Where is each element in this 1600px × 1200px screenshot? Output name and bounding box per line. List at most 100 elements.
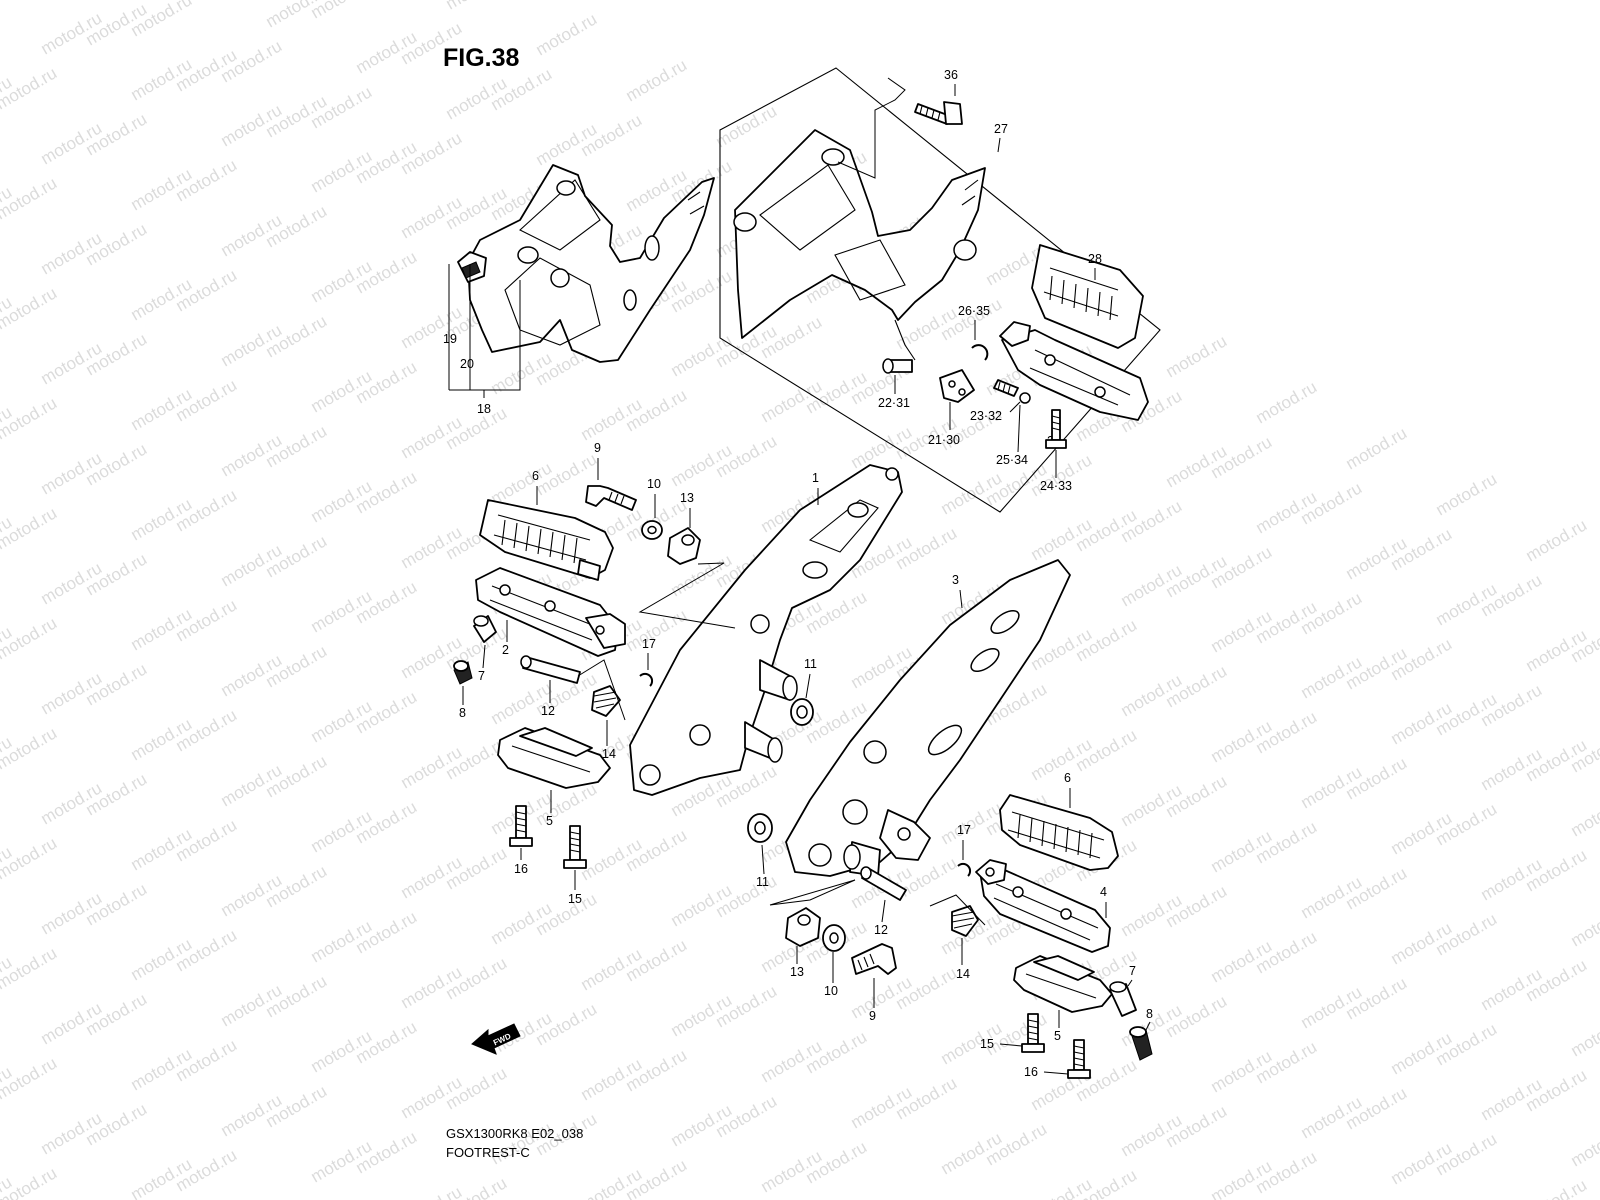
callout-16-lower: 16 [1024,1065,1038,1079]
callout-9-upper: 9 [594,441,601,455]
callout-13-lower: 13 [790,965,804,979]
ball-end-7-upper [473,615,497,643]
watermark-text: motod.ru [1568,1120,1600,1170]
footpeg-2 [475,567,626,657]
callout-6-lower: 6 [1064,771,1071,785]
callout-7-lower: 7 [1129,964,1136,978]
footrest-bracket-3 [785,559,1071,877]
callout-4: 4 [1100,885,1107,899]
callout-20: 20 [460,357,474,371]
clip-17-upper [639,672,654,687]
callout-10-lower: 10 [824,984,838,998]
callout-3: 3 [952,573,959,587]
callout-1: 1 [812,471,819,485]
callout-9-lower: 9 [869,1009,876,1023]
footrest-bracket-1 [629,464,903,796]
bolt-24-33 [1045,409,1067,449]
callout-27: 27 [994,122,1008,136]
screw-15-lower [1021,1013,1045,1053]
ball-end-8-lower [1129,1026,1153,1061]
screw-15-upper [563,825,587,869]
screw-16-lower [1067,1039,1091,1079]
callout-36: 36 [944,68,958,82]
callout-8-lower: 8 [1146,1007,1153,1021]
spring-14-lower [929,894,986,937]
washer-11-lower [747,813,773,843]
watermark-text: motod.ru [1568,790,1600,840]
watermark-text: motod.ru [398,1182,466,1200]
pin-12-upper [520,655,581,684]
plate-21-30 [939,369,975,403]
callout-6-upper: 6 [532,469,539,483]
watermark-text: motod.ru [1028,1174,1096,1200]
callout-23-32: 23·32 [970,409,1002,423]
watermark-text: motod.ru [1523,515,1591,565]
callout-12-upper: 12 [541,704,555,718]
callout-17-lower: 17 [957,823,971,837]
watermark-text: motod.ru [1163,331,1231,381]
watermark-text: motod.ru [1523,1175,1591,1200]
pad-5-upper [497,727,611,789]
callout-2: 2 [502,643,509,657]
screw-16-upper [509,805,533,847]
damper-13-upper [667,527,701,565]
callout-11-upper: 11 [804,657,817,671]
figure-title: FIG.38 [443,44,520,72]
watermark-text: motod.ru [443,0,511,13]
callout-5-lower: 5 [1054,1029,1061,1043]
watermark-text: motod.ru [623,55,691,105]
callout-24-33: 24·33 [1040,479,1072,493]
section-name: FOOTREST-C [446,1145,530,1160]
ball-end-7-lower [1109,981,1137,1017]
watermark-text: motod.ru [533,9,601,59]
watermark-text: motod.ru [1253,377,1321,427]
callout-21-30: 21·30 [928,433,960,447]
washer-11-upper [790,698,814,726]
bolt-9-upper [585,485,637,511]
bracket-27 [733,129,986,361]
watermark-text: motod.ru [1343,423,1411,473]
pin-12-lower [860,866,907,901]
callout-16-upper: 16 [514,862,528,876]
watermark-text: motod.ru [713,101,781,151]
callout-18: 18 [477,402,491,416]
callout-14-upper: 14 [602,747,616,761]
callout-22-31: 22·31 [878,396,910,410]
pin-22-31 [882,358,913,374]
pad-5-lower [1013,955,1113,1013]
callout-28: 28 [1088,252,1102,266]
callout-7-upper: 7 [478,669,485,683]
damper-13-lower [785,907,821,947]
assembly-guide-lower [769,879,856,906]
footpeg-rubber-6-left [479,499,614,581]
watermark-text: motod.ru [1568,900,1600,950]
callout-group-18-20 [448,264,521,398]
footpeg-29 [999,321,1149,421]
ball-end-8-upper [453,660,473,685]
callout-25-34: 25·34 [996,453,1028,467]
callout-8-upper: 8 [459,706,466,720]
callout-26-35: 26·35 [958,304,990,318]
footpeg-rubber-28 [1031,244,1144,349]
footpeg-4 [975,859,1111,953]
callout-11-lower: 11 [756,875,769,889]
watermark-text: motod.ru [1568,1010,1600,1060]
callout-10-upper: 10 [647,477,661,491]
clip-17-lower [957,862,972,877]
washer-10-lower [822,924,846,952]
callout-14-lower: 14 [956,967,970,981]
watermark-text: motod.ru [1433,469,1501,519]
footpeg-rubber-6-right [999,794,1119,871]
clip-26-35 [971,344,989,361]
washer-10-upper [641,520,663,540]
spring-14-upper [577,659,626,721]
bolt-36 [837,77,963,179]
watermark-text: motod.ru [0,0,60,3]
callout-13-upper: 13 [680,491,694,505]
callout-15-lower: 15 [980,1037,994,1051]
callout-15-upper: 15 [568,892,582,906]
spring-23-32 [993,379,1031,404]
callout-5-upper: 5 [546,814,553,828]
callout-17-upper: 17 [642,637,656,651]
